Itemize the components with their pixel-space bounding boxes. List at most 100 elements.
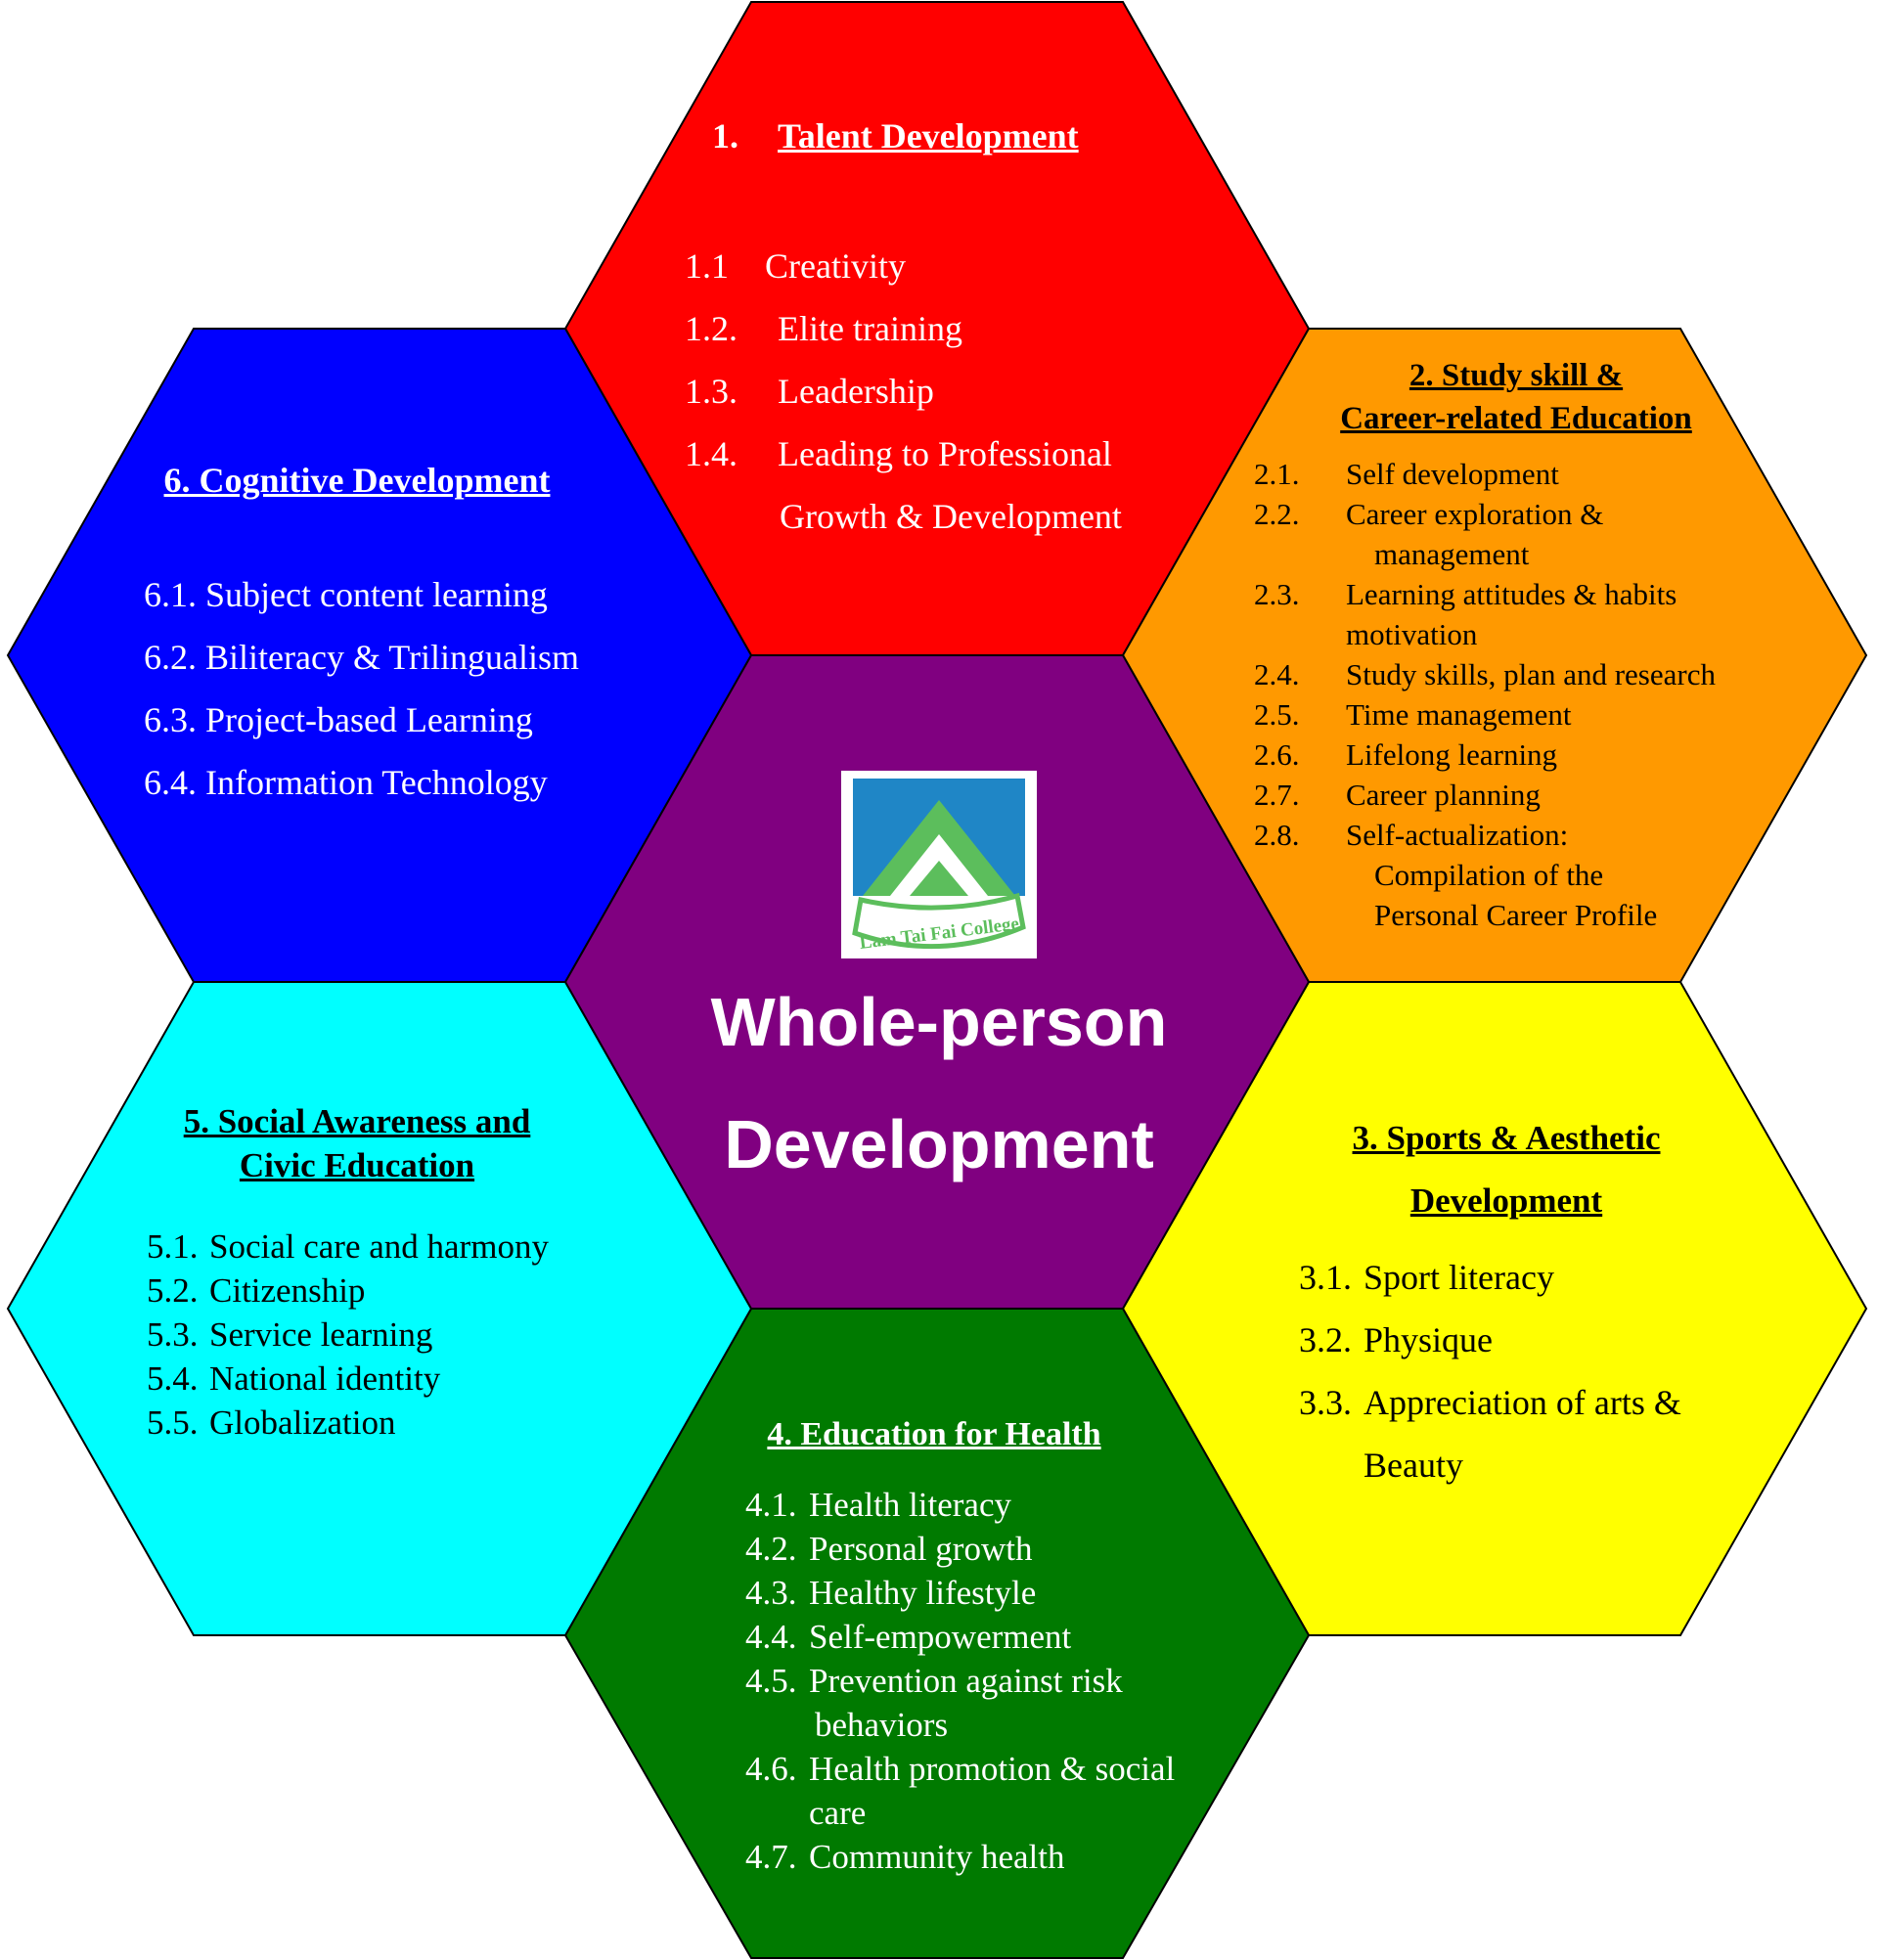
health-item-2: 4.2. Personal growth (685, 1527, 1232, 1571)
study-item-number: 2.5. (1254, 697, 1300, 732)
talent-title: 1. Talent Development (685, 98, 1232, 156)
sports-item-text: Appreciation of arts & (1364, 1383, 1681, 1422)
health-item-text: Health promotion & social (809, 1750, 1176, 1788)
social-panel: 5. Social Awareness and Civic Education … (108, 1099, 655, 1445)
health-item-4: 4.4. Self-empowerment (685, 1615, 1232, 1659)
social-item-1: 5.1. Social care and harmony (108, 1225, 655, 1269)
health-item-text: care (809, 1794, 867, 1832)
cognitive-item-number: 6.4. (144, 763, 197, 802)
sports-item-number: 3.3. (1299, 1383, 1352, 1422)
talent-item-number: 1.2. (685, 309, 738, 348)
social-title-line2: Civic Education (239, 1146, 475, 1184)
talent-panel: 1. Talent Development 1.1 Creativity 1.2… (685, 98, 1232, 548)
talent-item-text: Elite training (778, 309, 962, 348)
study-item-text: Learning attitudes & habits (1346, 577, 1677, 611)
health-title: 4. Education for Health (767, 1416, 1101, 1452)
social-item-text: Globalization (209, 1403, 396, 1442)
cognitive-item-text: Subject content learning (205, 575, 548, 614)
health-item-3: 4.3. Healthy lifestyle (685, 1571, 1232, 1615)
social-item-3: 5.3. Service learning (108, 1313, 655, 1357)
talent-item-1: 1.1 Creativity (685, 235, 1232, 297)
social-item-4: 5.4. National identity (108, 1357, 655, 1401)
cognitive-panel: 6. Cognitive Development 6.1. Subject co… (108, 456, 655, 814)
college-logo: Lam Tai Fai College (841, 771, 1037, 958)
center-title-line2: Development (724, 1106, 1154, 1182)
sports-panel: 3. Sports & Aesthetic Development 3.1. S… (1281, 1107, 1731, 1496)
hexagon-center (563, 654, 1311, 1310)
study-item-3: 2.3. Learning attitudes & habits (1242, 574, 1770, 614)
study-item-5: 2.5. Time management (1242, 694, 1770, 735)
sports-item-text: Beauty (1364, 1446, 1463, 1485)
health-item-number: 4.3. (745, 1574, 797, 1612)
health-item-text: behaviors (815, 1706, 949, 1744)
sports-title: 3. Sports & Aesthetic Development (1301, 1107, 1712, 1232)
cognitive-item-4: 6.4. Information Technology (108, 751, 655, 814)
study-item-text: Self-actualization: (1346, 818, 1569, 852)
cognitive-title: 6. Cognitive Development (163, 461, 551, 500)
talent-item-3: 1.3. Leadership (685, 360, 1232, 423)
health-panel: 4. Education for Health 4.1. Health lite… (685, 1410, 1232, 1879)
talent-item-text: Creativity (765, 246, 906, 286)
talent-item-text: Leading to Professional (778, 434, 1112, 473)
cognitive-item-text: Information Technology (205, 763, 548, 802)
talent-item-2: 1.2. Elite training (685, 297, 1232, 360)
study-item-text: Study skills, plan and research (1346, 657, 1716, 691)
study-item-text: Self development (1346, 457, 1559, 491)
study-item-number: 2.8. (1254, 818, 1300, 852)
cognitive-item-number: 6.1. (144, 575, 197, 614)
sports-list: 3.1. Sport literacy 3.2. Physique 3.3. A… (1281, 1246, 1731, 1496)
sports-item-3-continued: Beauty (1281, 1434, 1731, 1496)
study-title: 2. Study skill & Career-related Educatio… (1262, 354, 1770, 440)
social-item-5: 5.5. Globalization (108, 1401, 655, 1445)
study-item-text: Lifelong learning (1346, 737, 1558, 772)
study-item-6: 2.6. Lifelong learning (1242, 735, 1770, 775)
talent-item-text: Growth & Development (780, 497, 1122, 536)
study-item-text: Career exploration & (1346, 497, 1604, 531)
sports-item-number: 3.1. (1299, 1258, 1352, 1297)
sports-item-2: 3.2. Physique (1281, 1309, 1731, 1371)
study-item-number: 2.6. (1254, 737, 1300, 772)
talent-item-number: 1.3. (685, 372, 738, 411)
health-item-number: 4.1. (745, 1486, 797, 1524)
health-item-number: 4.5. (745, 1662, 797, 1700)
health-item-6-continued: care (685, 1791, 1232, 1835)
talent-item-text: Leadership (778, 372, 934, 411)
center-title-line1: Whole-person (710, 984, 1168, 1060)
social-item-text: Social care and harmony (209, 1227, 549, 1266)
talent-item-number: 1.4. (685, 434, 738, 473)
social-title: 5. Social Awareness and Civic Education (83, 1099, 631, 1187)
social-item-text: National identity (209, 1359, 441, 1398)
study-item-1: 2.1. Self development (1242, 454, 1770, 494)
social-item-number: 5.3. (147, 1315, 199, 1354)
study-item-number: 2.1. (1254, 457, 1300, 491)
study-item-number: 2.7. (1254, 778, 1300, 812)
talent-item-4: 1.4. Leading to Professional (685, 423, 1232, 485)
cognitive-item-number: 6.3. (144, 700, 197, 739)
study-item-number: 2.4. (1254, 657, 1300, 691)
study-title-line2: Career-related Education (1340, 401, 1692, 436)
study-item-text: motivation (1346, 617, 1478, 651)
study-title-line1: 2. Study skill & (1408, 358, 1624, 393)
cognitive-item-1: 6.1. Subject content learning (108, 563, 655, 626)
health-item-6: 4.6. Health promotion & social (685, 1747, 1232, 1791)
talent-item-number: 1.1 (685, 246, 729, 286)
health-list: 4.1. Health literacy 4.2. Personal growt… (685, 1483, 1232, 1879)
cognitive-item-2: 6.2. Biliteracy & Trilingualism (108, 626, 655, 689)
cognitive-list: 6.1. Subject content learning 6.2. Bilit… (108, 563, 655, 814)
health-item-number: 4.4. (745, 1618, 797, 1656)
social-item-number: 5.2. (147, 1271, 199, 1310)
study-item-8-continued: Compilation of the (1242, 855, 1770, 895)
health-item-text: Healthy lifestyle (809, 1574, 1037, 1612)
talent-title-text: Talent Development (778, 116, 1079, 156)
social-title-line1: 5. Social Awareness and (183, 1102, 531, 1140)
study-item-2-continued: management (1242, 534, 1770, 574)
study-item-7: 2.7. Career planning (1242, 775, 1770, 815)
sports-title-line2: Development (1409, 1181, 1603, 1220)
social-item-text: Service learning (209, 1315, 433, 1354)
talent-item-4-continued: Growth & Development (685, 485, 1232, 548)
sports-item-1: 3.1. Sport literacy (1281, 1246, 1731, 1309)
health-item-text: Personal growth (809, 1530, 1033, 1568)
cognitive-item-text: Biliteracy & Trilingualism (205, 638, 580, 677)
study-list: 2.1. Self development 2.2. Career explor… (1242, 454, 1770, 935)
